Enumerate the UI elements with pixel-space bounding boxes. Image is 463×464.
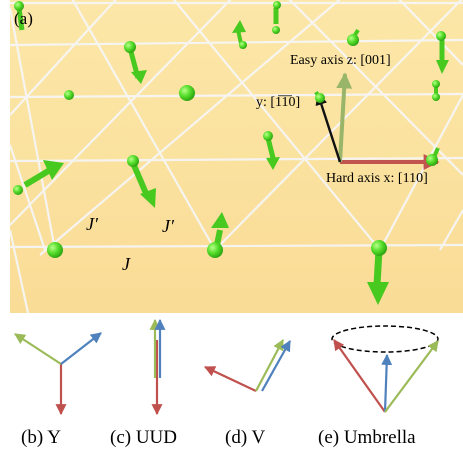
caption-umbrella: (e) Umbrella <box>318 427 416 448</box>
spin-site <box>347 28 360 46</box>
state-v-diagram <box>204 339 291 392</box>
spin-site <box>127 155 156 208</box>
easy-axis-label: Easy axis z: [001] <box>290 53 391 68</box>
panel-a: (a) Easy axis z: [001] y: [1̅1̅0] Hard a… <box>8 0 463 314</box>
spin-site <box>314 91 325 103</box>
y-axis-arrow <box>315 92 342 163</box>
hard-axis-label: Hard axis x: [110] <box>326 171 428 186</box>
panel-a-label: (a) <box>14 9 33 28</box>
spin-arrow-blue <box>60 332 102 365</box>
spin-arrow-red <box>204 366 257 392</box>
lattice-diagonal <box>9 0 232 226</box>
spin-site <box>426 147 440 166</box>
lattice-diagonal <box>379 94 463 251</box>
spin-site <box>432 80 440 101</box>
panel-a-background <box>10 0 463 313</box>
state-umbrella-diagram <box>331 325 439 413</box>
spin-site <box>207 212 229 258</box>
lattice-diagonal <box>39 0 341 256</box>
lattice-diagonal <box>8 229 30 314</box>
spin-site <box>124 41 147 84</box>
state-y-diagram <box>14 332 102 416</box>
lattice-row <box>9 156 463 163</box>
spin-arrow-red <box>333 339 386 413</box>
spin-site <box>14 1 25 31</box>
y-axis-label: y: [1̅1̅0] <box>256 95 300 110</box>
caption-uud: (c) UUD <box>110 427 177 448</box>
spin-arrow-green <box>14 333 62 365</box>
spin-site <box>263 131 280 170</box>
lattice-diagonal <box>172 0 381 251</box>
easy-axis-arrow <box>336 72 353 163</box>
lattice-diagonal <box>9 0 117 116</box>
spin-arrow-blue <box>261 340 291 392</box>
exchange-label: J′ <box>86 214 99 234</box>
lattice-diagonal <box>288 0 463 176</box>
spin-site <box>367 240 389 305</box>
spin-site <box>272 1 281 34</box>
lattice-diagonal <box>214 0 463 251</box>
lattice-diagonal <box>71 0 216 251</box>
spin-site <box>436 31 449 74</box>
spin-arrow-green <box>255 339 284 392</box>
spin-site <box>47 242 63 258</box>
caption-y: (b) Y <box>21 427 61 448</box>
lattice-diagonal <box>398 0 463 66</box>
exchange-label: J <box>122 254 131 274</box>
spin-arrow-blue <box>381 353 393 413</box>
lattice-diagonal <box>8 7 57 251</box>
exchange-label: J′ <box>162 216 175 236</box>
spin-site <box>179 85 195 101</box>
lattice-row <box>9 38 463 47</box>
lattice-row <box>9 92 463 99</box>
state-uud-diagram <box>149 318 166 416</box>
spins <box>13 1 449 305</box>
lattice-diagonal <box>439 209 463 251</box>
lattice-lines <box>8 0 463 314</box>
umbrella-cone-ellipse <box>331 325 439 353</box>
caption-v: (d) V <box>225 427 266 448</box>
axis-frame <box>315 72 440 170</box>
spin-site <box>232 20 247 49</box>
lattice-row <box>9 243 463 249</box>
spin-arrow-green <box>384 340 439 413</box>
lattice-diagonal <box>8 144 47 251</box>
spin-site <box>13 160 64 195</box>
spin-site <box>64 90 74 100</box>
